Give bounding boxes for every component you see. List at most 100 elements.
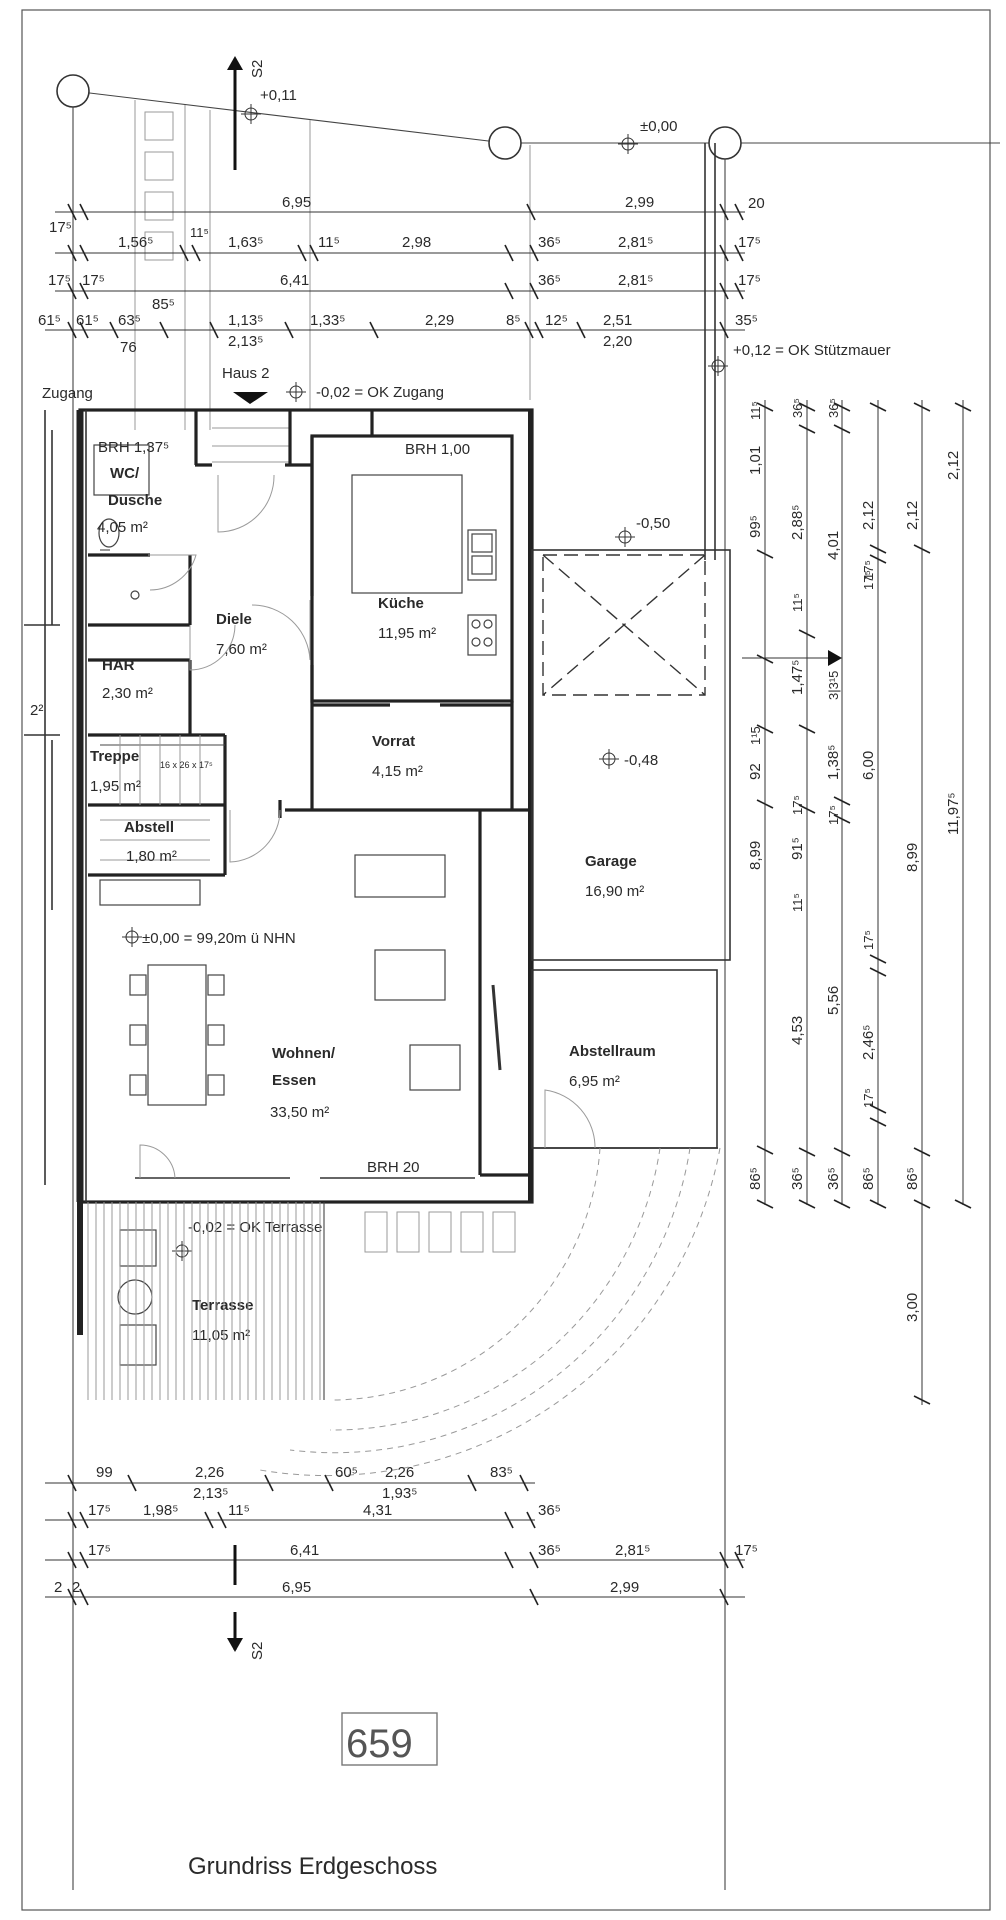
dim-r4-7: 86⁵ — [860, 1167, 877, 1190]
room-labels: WC/ Dusche 4,05 m² BRH 1,37⁵ Diele 7,60 … — [90, 439, 656, 1344]
dim-top-1-3: 2,99 — [625, 194, 654, 211]
garage-block: -0,50 -0,48 — [531, 515, 731, 1149]
axis-marker-mid — [488, 126, 522, 160]
room-dusche-name: Dusche — [108, 492, 162, 509]
room-essen-name: Essen — [272, 1072, 316, 1089]
dim-top-3-6: 17⁵ — [738, 272, 761, 289]
room-har-area: 2,30 m² — [102, 685, 153, 702]
haus-label: Haus 2 — [222, 365, 270, 382]
dim-top-3-5: 2,81⁵ — [618, 272, 653, 289]
dim-bot-2-2: 1,98⁵ — [143, 1502, 178, 1519]
house-walls — [76, 408, 534, 1204]
dim-bot-3-4: 2,81⁵ — [615, 1542, 650, 1559]
dim-top-2-1: 1,56⁵ — [118, 234, 153, 251]
dim-bot-1-3: 2,13⁵ — [193, 1485, 228, 1502]
dim-r4-4: 17⁵ — [861, 930, 876, 950]
dim-r1-12: 86⁵ — [747, 1167, 764, 1190]
axis-marker-right — [708, 126, 742, 160]
dim-top-4-11: 35⁵ — [735, 312, 758, 329]
dim-bot-2-3: 11⁵ — [228, 1502, 250, 1519]
dim-top-4-8: 8⁵ — [506, 312, 521, 329]
dim-top-2-7: 2,81⁵ — [618, 234, 653, 251]
entrance-area: Haus 2 -0,02 = OK Zugang Zugang — [42, 365, 444, 463]
dimension-chain-top: 17⁵ 6,95 2,99 20 1,56⁵ 11⁵ 1,63⁵ 11⁵ 2,9… — [38, 194, 891, 376]
level-label-top-left: +0,11 — [260, 87, 297, 104]
dim-r1-4: 11⁵ — [790, 593, 805, 612]
armchair-icon — [409, 1044, 461, 1091]
page-border — [21, 9, 991, 1911]
dim-r2-2: 2,88⁵ — [789, 505, 806, 540]
dim-top-sub-2: 2,13⁵ — [228, 333, 263, 350]
dim-r1-1: 11⁵ — [748, 401, 763, 420]
terrace-decking — [77, 1202, 516, 1400]
dim-top-4-1: 61⁵ — [38, 312, 61, 329]
dim-top-2-3: 1,63⁵ — [228, 234, 263, 251]
room-diele-name: Diele — [216, 611, 252, 628]
dim-r4-5: 2,46⁵ — [860, 1025, 877, 1060]
coffee-table — [374, 949, 446, 1001]
dim-r3-3: 17⁵ — [861, 570, 876, 590]
dim-r2-5: 17⁵ — [826, 805, 841, 825]
dim-r3-1: 36⁵ — [826, 398, 841, 418]
dim-top-3-3: 6,41 — [280, 272, 309, 289]
dim-r4-3: 6,00 — [860, 751, 877, 780]
room-abstellraum-name: Abstellraum — [569, 1043, 656, 1060]
room-abstell-area: 1,80 m² — [126, 848, 177, 865]
section-marker-bottom: S2 — [227, 1545, 266, 1660]
room-kueche-area: 11,95 m² — [378, 625, 436, 642]
dim-top-1-4: 20 — [748, 195, 765, 212]
retaining-wall-label: +0,12 = OK Stützmauer — [733, 342, 891, 359]
ok-zugang-label: -0,02 = OK Zugang — [316, 384, 444, 401]
dim-bot-3-1: 17⁵ — [88, 1542, 111, 1559]
dim-top-4-2: 61⁵ — [76, 312, 99, 329]
brh-kueche-label: BRH 1,00 — [405, 441, 470, 458]
sideboard — [99, 879, 201, 906]
shower-icon — [93, 444, 150, 496]
drawing-title: Grundriss Erdgeschoss — [188, 1853, 437, 1880]
dim-top-4-6: 1,33⁵ — [310, 312, 345, 329]
dim-r3-4: 5,56 — [825, 986, 842, 1015]
dim-r1-10: 11⁵ — [790, 893, 805, 912]
dim-bot-2-5: 36⁵ — [538, 1502, 561, 1519]
dim-bot-2-4: 4,31 — [363, 1502, 392, 1519]
dim-r1-2: 1,01 — [747, 446, 764, 475]
dim-r6-2: 3,00 — [904, 1293, 921, 1322]
dim-top-sub-3: 2,20 — [603, 333, 632, 350]
dim-r5-2: 8,99 — [904, 843, 921, 872]
dim-bot-4-1: 2 — [54, 1579, 62, 1596]
section-label-bottom: S2 — [249, 1642, 266, 1660]
dim-top-2-5: 2,98 — [402, 234, 431, 251]
room-treppe-area: 1,95 m² — [90, 778, 141, 795]
entrance-arrow — [233, 392, 268, 404]
dim-top-1-2: 6,95 — [282, 194, 311, 211]
dim-bot-4-3: 6,95 — [282, 1579, 311, 1596]
page-number-stamp: 659 — [341, 1712, 438, 1766]
dim-bot-1-7: 83⁵ — [490, 1464, 513, 1481]
dim-r4-1: 2,12 — [860, 501, 877, 530]
section-label-top: S2 — [249, 60, 266, 78]
property-line — [56, 74, 1000, 1890]
level-garage-label: -0,48 — [624, 752, 658, 769]
dim-r3-5: 36⁵ — [825, 1167, 842, 1190]
dim-top-2-8: 17⁵ — [738, 234, 761, 251]
dim-bot-3-3: 36⁵ — [538, 1542, 561, 1559]
dim-r6-1: 11,97⁵ — [945, 792, 962, 835]
dimension-chain-right: 11⁵ 1,01 99⁵ 11⁵ 1,47⁵ 1¹5 92 17⁵ 91⁵ 11… — [742, 398, 972, 1405]
ok-terrasse-label: -0,02 = OK Terrasse — [188, 1219, 322, 1236]
dim-r1-7: 92 — [747, 763, 764, 780]
curved-path — [259, 1147, 721, 1477]
neighbour-grid — [134, 100, 531, 430]
dim-bot-1-1: 99 — [96, 1464, 113, 1481]
dim-bot-1-4: 60⁵ — [335, 1464, 358, 1481]
dim-bot-2-1: 17⁵ — [88, 1502, 111, 1519]
section-marker-top: S2 — [227, 56, 266, 170]
dim-r6-top: 2,12 — [945, 451, 962, 480]
dim-top-4-3: 63⁵ — [118, 312, 141, 329]
dim-r1-11: 8,99 — [747, 841, 764, 870]
dim-top-2-2: 11⁵ — [190, 225, 209, 240]
room-wc-area: 4,05 m² — [97, 519, 148, 536]
dim-bot-3-5: 17⁵ — [735, 1542, 758, 1559]
dim-r1-8: 17⁵ — [790, 795, 805, 815]
dim-r4-6: 17⁵ — [861, 1088, 876, 1108]
level-carport-label: -0,50 — [636, 515, 670, 532]
